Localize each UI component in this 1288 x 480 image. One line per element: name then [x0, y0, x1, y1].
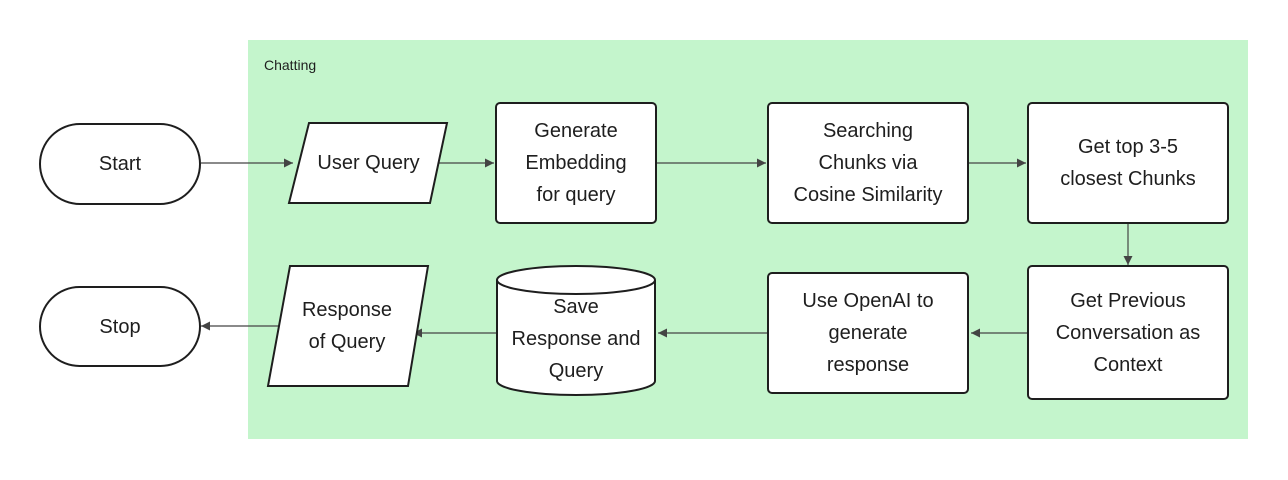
edges	[201, 158, 1133, 338]
top-chunks-process-shape	[1027, 102, 1229, 224]
node-shapes	[39, 102, 1229, 400]
save-response-database-shape	[496, 265, 656, 396]
chatting-group-label: Chatting	[264, 57, 317, 73]
start-terminator-shape	[39, 123, 201, 205]
previous-conversation-process-shape	[1027, 265, 1229, 400]
stop-terminator-shape	[39, 286, 201, 367]
searching-chunks-process-shape	[767, 102, 969, 224]
use-openai-process-shape	[767, 272, 969, 394]
user-query-data-shape	[287, 122, 449, 204]
generate-embedding-process-shape	[495, 102, 657, 224]
response-of-query-data-shape	[266, 265, 430, 387]
